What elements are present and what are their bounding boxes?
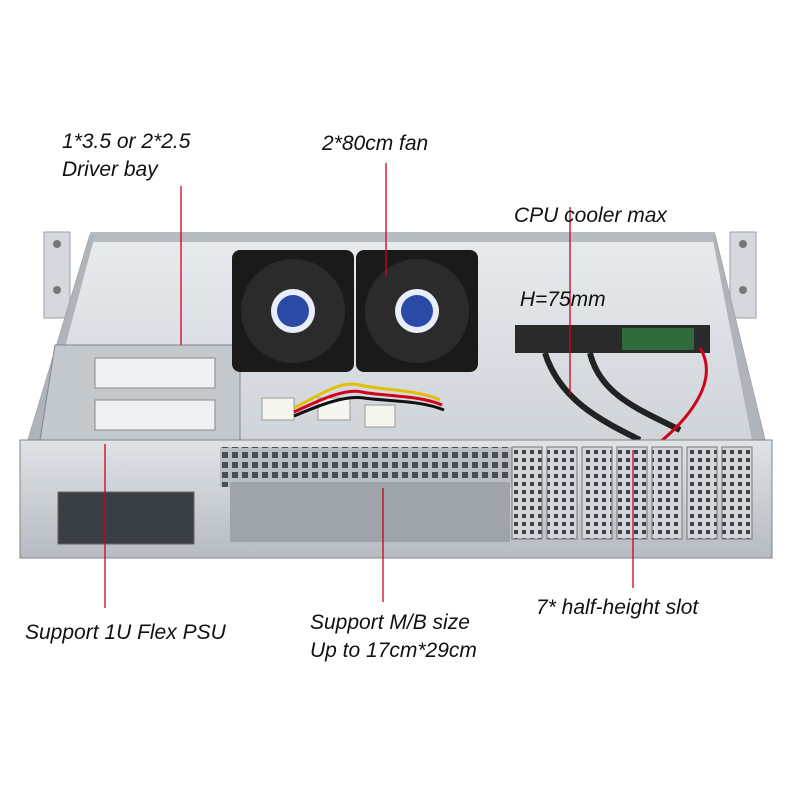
motherboard-label-line2: Up to 17cm*29cm [310, 639, 477, 662]
slots-label: 7* half-height slot [536, 594, 698, 622]
leader-lines [104, 163, 634, 608]
rack-ear-right [729, 231, 757, 319]
motherboard-label: Support M/B size Up to 17cm*29cm [310, 609, 477, 665]
cpu-cooler-label: CPU cooler max H=75mm [514, 146, 667, 342]
fan-left [232, 250, 354, 372]
cpu-cooler-label-line2: H=75mm [514, 288, 606, 311]
fans-label: 2*80cm fan [322, 130, 428, 158]
fans-label-text: 2*80cm fan [322, 132, 429, 155]
rack-ear-left [43, 231, 71, 319]
slots-label-text: 7* half-height slot [536, 596, 699, 619]
cpu-cooler-label-line1: CPU cooler max [514, 204, 667, 227]
motherboard-label-line1: Support M/B size [310, 611, 470, 634]
power-connectors [261, 382, 445, 428]
drive-bay-cage [39, 344, 241, 441]
drive-bay-label-line1: 1*3.5 or 2*2.5 [62, 130, 191, 153]
psu-label: Support 1U Flex PSU [25, 619, 226, 647]
expansion-slots [511, 446, 753, 540]
fan-right [356, 250, 478, 372]
drive-bay-label: 1*3.5 or 2*2.5 Driver bay [62, 128, 190, 184]
drive-bay-label-line2: Driver bay [62, 158, 158, 181]
psu-label-text: Support 1U Flex PSU [25, 621, 226, 644]
